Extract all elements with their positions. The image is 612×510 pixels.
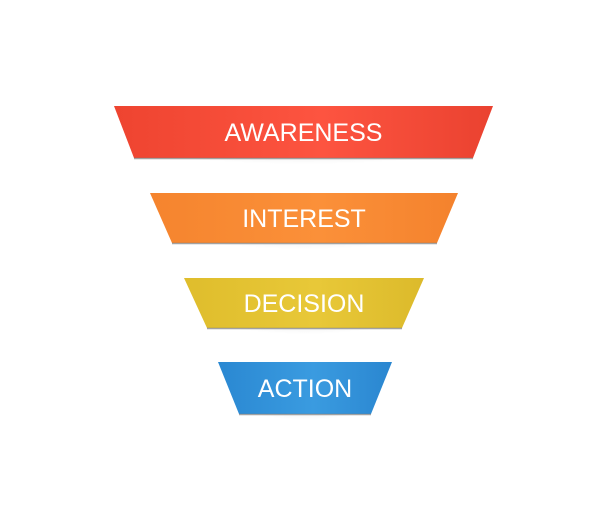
funnel-stage-action: ACTION [218, 362, 392, 441]
funnel-stage-decision: DECISION [184, 278, 424, 355]
funnel-stage-awareness: AWARENESS [114, 106, 493, 185]
stage-band [114, 106, 493, 158]
funnel-stage-interest: INTEREST [150, 193, 458, 270]
stage-label: AWARENESS [225, 119, 383, 147]
stage-label: INTEREST [242, 205, 366, 233]
stage-label: DECISION [244, 290, 365, 318]
stage-band [184, 278, 424, 328]
stage-band [218, 362, 392, 414]
stage-label: ACTION [258, 375, 352, 403]
stage-band [150, 193, 458, 243]
